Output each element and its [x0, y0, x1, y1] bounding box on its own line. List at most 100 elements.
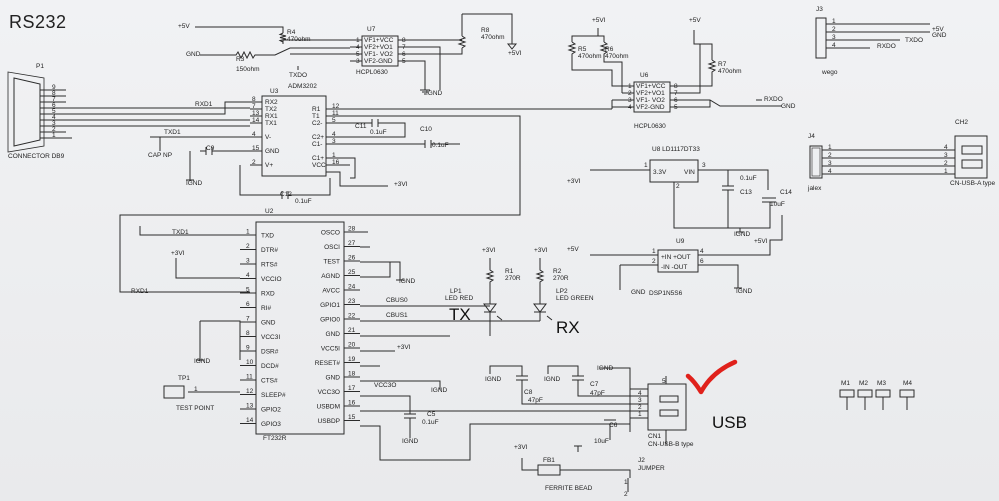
label-r4v: 470ohm: [287, 36, 311, 43]
label-adm: ADM3202: [288, 83, 317, 90]
label-db9: CONNECTOR DB9: [8, 153, 65, 160]
u2-pin-name: AGND: [321, 273, 340, 280]
u3-pin-name: C1-: [312, 141, 322, 148]
label-txdo_j3: TXDO: [905, 37, 923, 44]
u6-pin-number: 5: [674, 104, 678, 111]
label-dsp: DSP1N5S6: [649, 290, 683, 297]
u2-pin-number: 6: [246, 301, 250, 308]
label-vcc3o: VCC3O: [374, 382, 396, 389]
label-p5vi_r8: +5VI: [508, 50, 522, 57]
u2-pin-number: 20: [348, 342, 356, 349]
ch2-pin-number: 3: [944, 152, 948, 159]
label-c5v: 0.1uF: [422, 419, 439, 426]
u2-pin-name: OSCO: [321, 230, 340, 237]
label-cbus1: CBUS1: [386, 312, 408, 319]
u3-pin-name: RX2: [265, 99, 278, 106]
label-c14: C14: [780, 189, 792, 196]
label-u3: U3: [270, 88, 279, 95]
u2-pin-number: 17: [348, 385, 356, 392]
u2-pin-name: DSR#: [261, 349, 279, 356]
db9-pin-number: 6: [52, 102, 56, 109]
j4-pin-number: 1: [828, 144, 832, 151]
u2-pin-number: 7: [246, 316, 250, 323]
u2-pin-name: GPIO0: [320, 317, 340, 324]
db9-pin-number: 3: [52, 120, 56, 127]
u8-pin-name: 3.3V: [653, 169, 667, 176]
title-rs232: RS232: [9, 12, 67, 32]
ch2-pin-number: 1: [944, 168, 948, 175]
label-rxd1_u3: RXD1: [195, 101, 213, 108]
label-c12v: 0.1uF: [295, 198, 312, 205]
label-gnd_r3: GND: [186, 51, 201, 58]
label-ignd_u9: IGND: [736, 288, 753, 295]
label-lp1v: LED RED: [445, 295, 473, 302]
u7-pin-number: 4: [356, 44, 360, 51]
label-txd1_u2: TXD1: [172, 229, 189, 236]
label-gnd_j3: GND: [932, 32, 947, 39]
u3-pin-number: 12: [332, 103, 340, 110]
label-p3vi_u2: +3VI: [171, 250, 185, 257]
label-p5v_u9: +5V: [567, 246, 579, 253]
db9-pin-number: 7: [52, 96, 56, 103]
u2-pin-name: TEST: [323, 259, 340, 266]
j4-jalex: [809, 135, 988, 179]
u2-pin-number: 8: [246, 330, 250, 337]
u6-optocoupler: [567, 28, 782, 113]
u3-pin-number: 1: [332, 152, 336, 159]
db9-pin-number: 2: [52, 126, 56, 133]
db9-pin-number: 5: [52, 108, 56, 115]
j2-pin-number: 1: [624, 479, 628, 486]
u7-pin-number: 7: [402, 44, 406, 51]
check-mark-icon: [685, 359, 738, 395]
u2-pin-name: RXD: [261, 291, 275, 298]
u3-pin-name: GND: [265, 148, 280, 155]
u3-pin-name: C1+: [312, 155, 324, 162]
u3-pin-number: 14: [252, 117, 260, 124]
label-r8: R8: [481, 27, 490, 34]
u2-pin-name: CTS#: [261, 378, 278, 385]
label-ignd_c7: IGND: [544, 376, 561, 383]
u2-pin-name: USBDP: [318, 418, 340, 425]
u9-pin-number: 6: [700, 258, 704, 265]
u2-pin-name: GND: [261, 320, 276, 327]
u6-pin-number: 4: [628, 104, 632, 111]
label-fb1: FB1: [543, 457, 555, 464]
u6-pin-name: VF1- VO2: [636, 97, 665, 104]
label-c10v: 0.1uF: [432, 142, 449, 149]
u9-pin-number: 2: [652, 258, 656, 265]
u7-pin-number: 6: [402, 51, 406, 58]
label-ignd_c6: IGND: [597, 365, 614, 372]
db9-pin-number: 1: [52, 132, 56, 139]
u3-pin-number: 16: [332, 159, 340, 166]
u2-pin-number: 18: [348, 371, 356, 378]
u2-pin-number: 22: [348, 313, 356, 320]
u6-pin-number: 2: [628, 90, 632, 97]
u3-pin-name: C2-: [312, 120, 322, 127]
u3-pin-name: V-: [265, 134, 271, 141]
u7-pin-number: 5: [402, 58, 406, 65]
u3-pin-number: 5: [332, 117, 336, 124]
u3-pin-number: 4: [332, 131, 336, 138]
u7-pin-name: VF2-GND: [364, 58, 393, 65]
label-rxd1_u2: RXD1: [131, 288, 149, 295]
u3-pin-number: 7: [252, 103, 256, 110]
label-r3: R3: [236, 56, 245, 63]
u3-pin-name: V+: [265, 162, 273, 169]
label-lp2v: LED GREEN: [556, 295, 594, 302]
u2-pin-name: GPIO2: [261, 407, 281, 414]
u2-pin-number: 1: [246, 229, 250, 236]
label-r1v: 270R: [505, 275, 521, 282]
label-j3: J3: [816, 6, 823, 13]
u2-pin-name: GND: [326, 331, 341, 338]
u2-pin-name: VCC3I: [261, 334, 280, 341]
u3-pin-number: 3: [332, 138, 336, 145]
label-txdo_l: TXDO: [289, 72, 307, 79]
u2-pin-number: 3: [246, 258, 250, 265]
db9-pin-number: 9: [52, 84, 56, 91]
label-c8v: 47pF: [528, 397, 543, 404]
cn1-pin-number: 1: [638, 411, 642, 418]
label-p5v_j3: +5V: [932, 26, 944, 33]
cn1-pin-number: 3: [638, 397, 642, 404]
u3-pin-name: VCC: [312, 162, 326, 169]
